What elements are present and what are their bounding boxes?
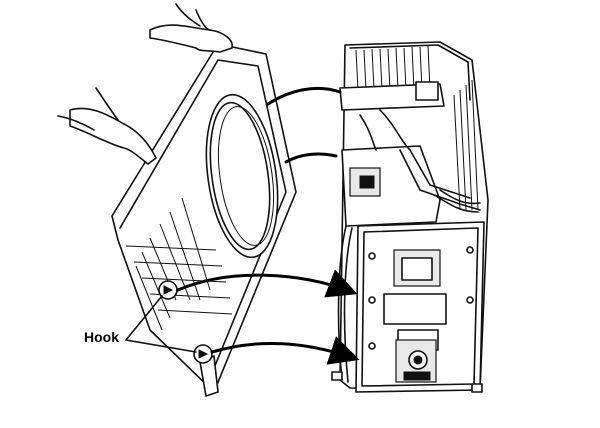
hand-upper	[149, 3, 234, 53]
hook-icon	[193, 344, 213, 364]
hook-leader-lines	[125, 295, 197, 353]
connection-arrows	[176, 86, 360, 365]
unit-chassis	[331, 41, 489, 393]
hook-label: Hook	[84, 329, 119, 345]
hand-lower	[57, 87, 157, 165]
